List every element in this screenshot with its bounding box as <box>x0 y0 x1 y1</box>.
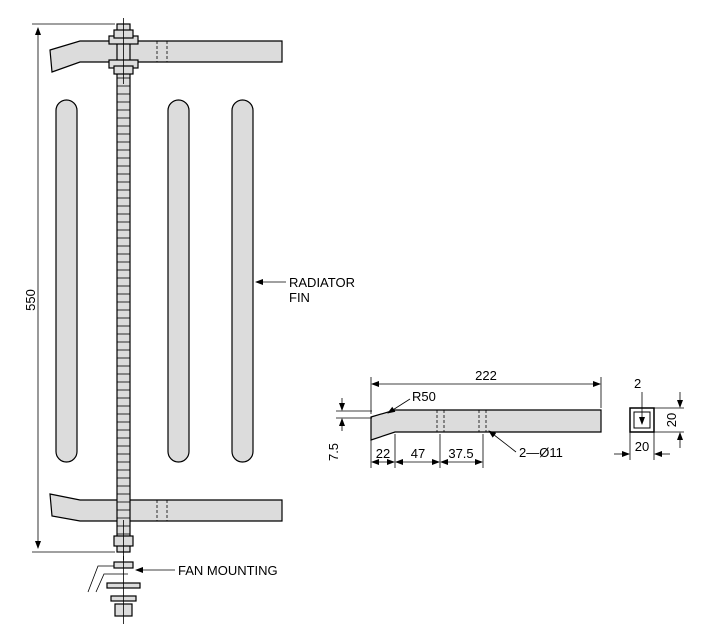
bar-detail: 222 R50 7.5 22 47 37.5 2—Ø11 <box>326 368 602 468</box>
dim-20-vertical: 20 <box>664 413 679 427</box>
radiator-fin-2 <box>167 99 190 463</box>
threaded-rod <box>116 23 131 553</box>
label-radiator-fin-line1: RADIATOR <box>289 275 355 290</box>
dim-wall-2: 2 <box>634 376 641 391</box>
bottom-mounting-bar <box>49 493 283 522</box>
bar-cross-section: 2 20 20 <box>614 376 684 460</box>
dim-37-5: 37.5 <box>448 446 473 461</box>
dim-r50: R50 <box>412 389 436 404</box>
radiator-fin-1 <box>55 99 78 463</box>
label-radiator-fin-line2: FIN <box>289 290 310 305</box>
dim-22: 22 <box>376 446 390 461</box>
fan-mounting-hardware <box>87 556 141 624</box>
dim-550: 550 <box>23 289 38 311</box>
dim-47: 47 <box>411 446 425 461</box>
dim-222: 222 <box>475 368 497 383</box>
dim-7-5: 7.5 <box>326 443 341 461</box>
top-mounting-bar <box>49 40 283 73</box>
radiator-fin-3 <box>231 99 254 463</box>
label-holes: 2—Ø11 <box>519 445 563 460</box>
radiator-assembly: 550 RADIATOR FIN FAN MOUNTING <box>23 18 355 624</box>
dim-20-horizontal: 20 <box>635 439 649 454</box>
label-fan-mounting: FAN MOUNTING <box>178 563 278 578</box>
